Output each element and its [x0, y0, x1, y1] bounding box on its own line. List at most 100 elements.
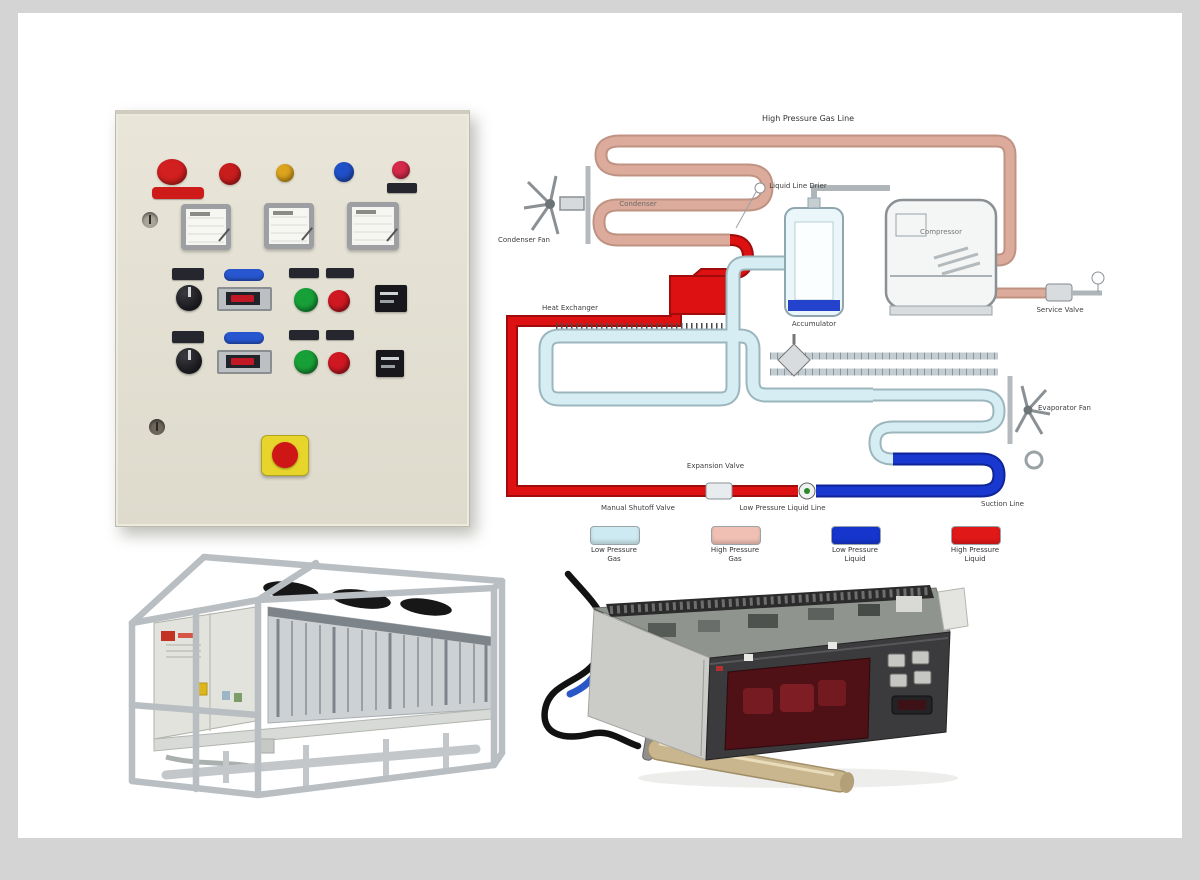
accumulator-liquid-band: [788, 300, 840, 311]
led-digit: [818, 680, 846, 706]
legend-label: High Pressure Gas: [689, 546, 781, 564]
fork-rail: [161, 744, 481, 780]
control-panel-photo: [115, 110, 470, 527]
digital-controller-b: [217, 350, 272, 374]
mushroom-label-bar: [152, 187, 204, 199]
legend-swatch-high-pressure-gas: [711, 526, 761, 545]
red-stop-button-b[interactable]: [328, 352, 350, 374]
evaporator-fan-label: Evaporator Fan: [1038, 404, 1091, 412]
legend-text-line1: High Pressure: [950, 546, 1000, 554]
pressure-gauge-icon: [1091, 271, 1105, 285]
pcb-component: [648, 623, 676, 637]
meter-face: [271, 210, 307, 242]
meter-face: [188, 211, 224, 243]
door-lock-keyhole[interactable]: [149, 419, 165, 435]
panel-screw: [142, 212, 158, 228]
pcb-component: [748, 614, 778, 628]
emergency-stop-button[interactable]: [272, 442, 298, 468]
meter-scale: [273, 211, 293, 215]
analog-meter-1: [181, 204, 231, 250]
pcb-sticker: [896, 596, 922, 612]
suction-connector-pipe: [811, 185, 890, 198]
button-cluster[interactable]: [887, 650, 933, 715]
accumulator-inner: [794, 221, 834, 301]
legend-text-line2: Gas: [607, 554, 621, 563]
pink-pilot-light: [392, 161, 410, 179]
compressor-detail-lines: [933, 246, 981, 276]
chiller-drawing: [128, 553, 506, 799]
display-segment: [380, 292, 398, 295]
diagram-drawing: [506, 134, 1105, 500]
pcb-component: [858, 604, 880, 616]
legend-text-line1: High Pressure: [710, 546, 760, 554]
screw-tab: [828, 642, 837, 649]
set-button[interactable]: [887, 653, 906, 668]
liquid-line-drier-label: Liquid Line Drier: [769, 182, 827, 190]
brand-logo-bar: [178, 633, 198, 638]
spec-sticker: [222, 691, 230, 700]
up-button[interactable]: [911, 650, 930, 665]
service-valve-label: Service Valve: [1036, 306, 1084, 314]
diagram-title: High Pressure Gas Line: [761, 114, 855, 123]
probe-tip: [839, 772, 855, 793]
selector-label-b: [172, 331, 204, 343]
legend-text-line1: Low Pressure: [591, 546, 637, 554]
analog-meter-2: [264, 203, 314, 249]
brand-logo-sticker: [161, 631, 175, 641]
controller-digits: [231, 295, 254, 302]
pink-pilot-label: [387, 183, 417, 193]
thermostatic-expansion-valve: [777, 343, 811, 377]
mounting-bracket: [937, 587, 969, 631]
legend-text-line2: Liquid: [964, 554, 986, 563]
down-button[interactable]: [889, 673, 908, 688]
display-segment: [381, 357, 399, 360]
compressor-base: [889, 305, 993, 316]
evaporator-coil-liquid-fill: [816, 454, 1004, 496]
expansion-valve-label: Expansion Valve: [686, 462, 745, 470]
emergency-stop-assembly: [261, 435, 309, 476]
drier-leader-line: [735, 191, 757, 229]
digital-controller-a: [217, 287, 272, 311]
receiver-vessel: [669, 275, 727, 315]
insulation-ticks: [770, 352, 998, 376]
spec-sticker-2: [234, 693, 242, 702]
accumulator-port: [807, 197, 821, 209]
button-label-a2: [326, 268, 354, 278]
chiller-unit-photo: [106, 543, 506, 803]
button-label-b2: [326, 330, 354, 340]
legend-swatch-low-pressure-gas: [590, 526, 640, 545]
liquid-line-drier-icon: [754, 182, 766, 194]
compressor-terminal-box: [895, 213, 927, 237]
low-pressure-liquid-line-label: Low Pressure Liquid Line: [739, 504, 826, 512]
selector-switch-a[interactable]: [176, 285, 202, 311]
legend-label: High Pressure Liquid: [929, 546, 1021, 564]
selector-switch-b[interactable]: [176, 348, 202, 374]
green-start-button-b[interactable]: [294, 350, 318, 374]
coil-section-dividers: [276, 619, 488, 717]
expansion-valve-center: [804, 488, 810, 494]
blue-button-a[interactable]: [224, 269, 264, 281]
warning-sticker: [197, 682, 208, 696]
cap-edge: [700, 659, 705, 757]
emergency-mushroom-light: [157, 159, 187, 185]
meter-face: [354, 209, 392, 243]
power-button[interactable]: [913, 670, 932, 685]
coil-top-strip: [268, 607, 492, 646]
evaporator-coil-gas-fill: [870, 390, 1004, 464]
manual-shutoff-valve-label: Manual Shutoff Valve: [601, 504, 675, 512]
red-stop-button-a[interactable]: [328, 290, 350, 312]
screw-tab: [744, 654, 753, 661]
legend-label: Low Pressure Liquid: [809, 546, 901, 564]
legend-swatch-high-pressure-liquid: [951, 526, 1001, 545]
legend-label: Low Pressure Gas: [568, 546, 660, 564]
button-label-a1: [289, 268, 319, 278]
meter-scale: [356, 210, 376, 214]
counter-display-b: [376, 350, 404, 377]
legend-text-line2: Liquid: [844, 554, 866, 563]
compressor-body: [884, 198, 998, 310]
green-start-button-a[interactable]: [294, 288, 318, 312]
blue-button-b[interactable]: [224, 332, 264, 344]
selector-label-a: [172, 268, 204, 280]
display-segment: [381, 365, 395, 368]
